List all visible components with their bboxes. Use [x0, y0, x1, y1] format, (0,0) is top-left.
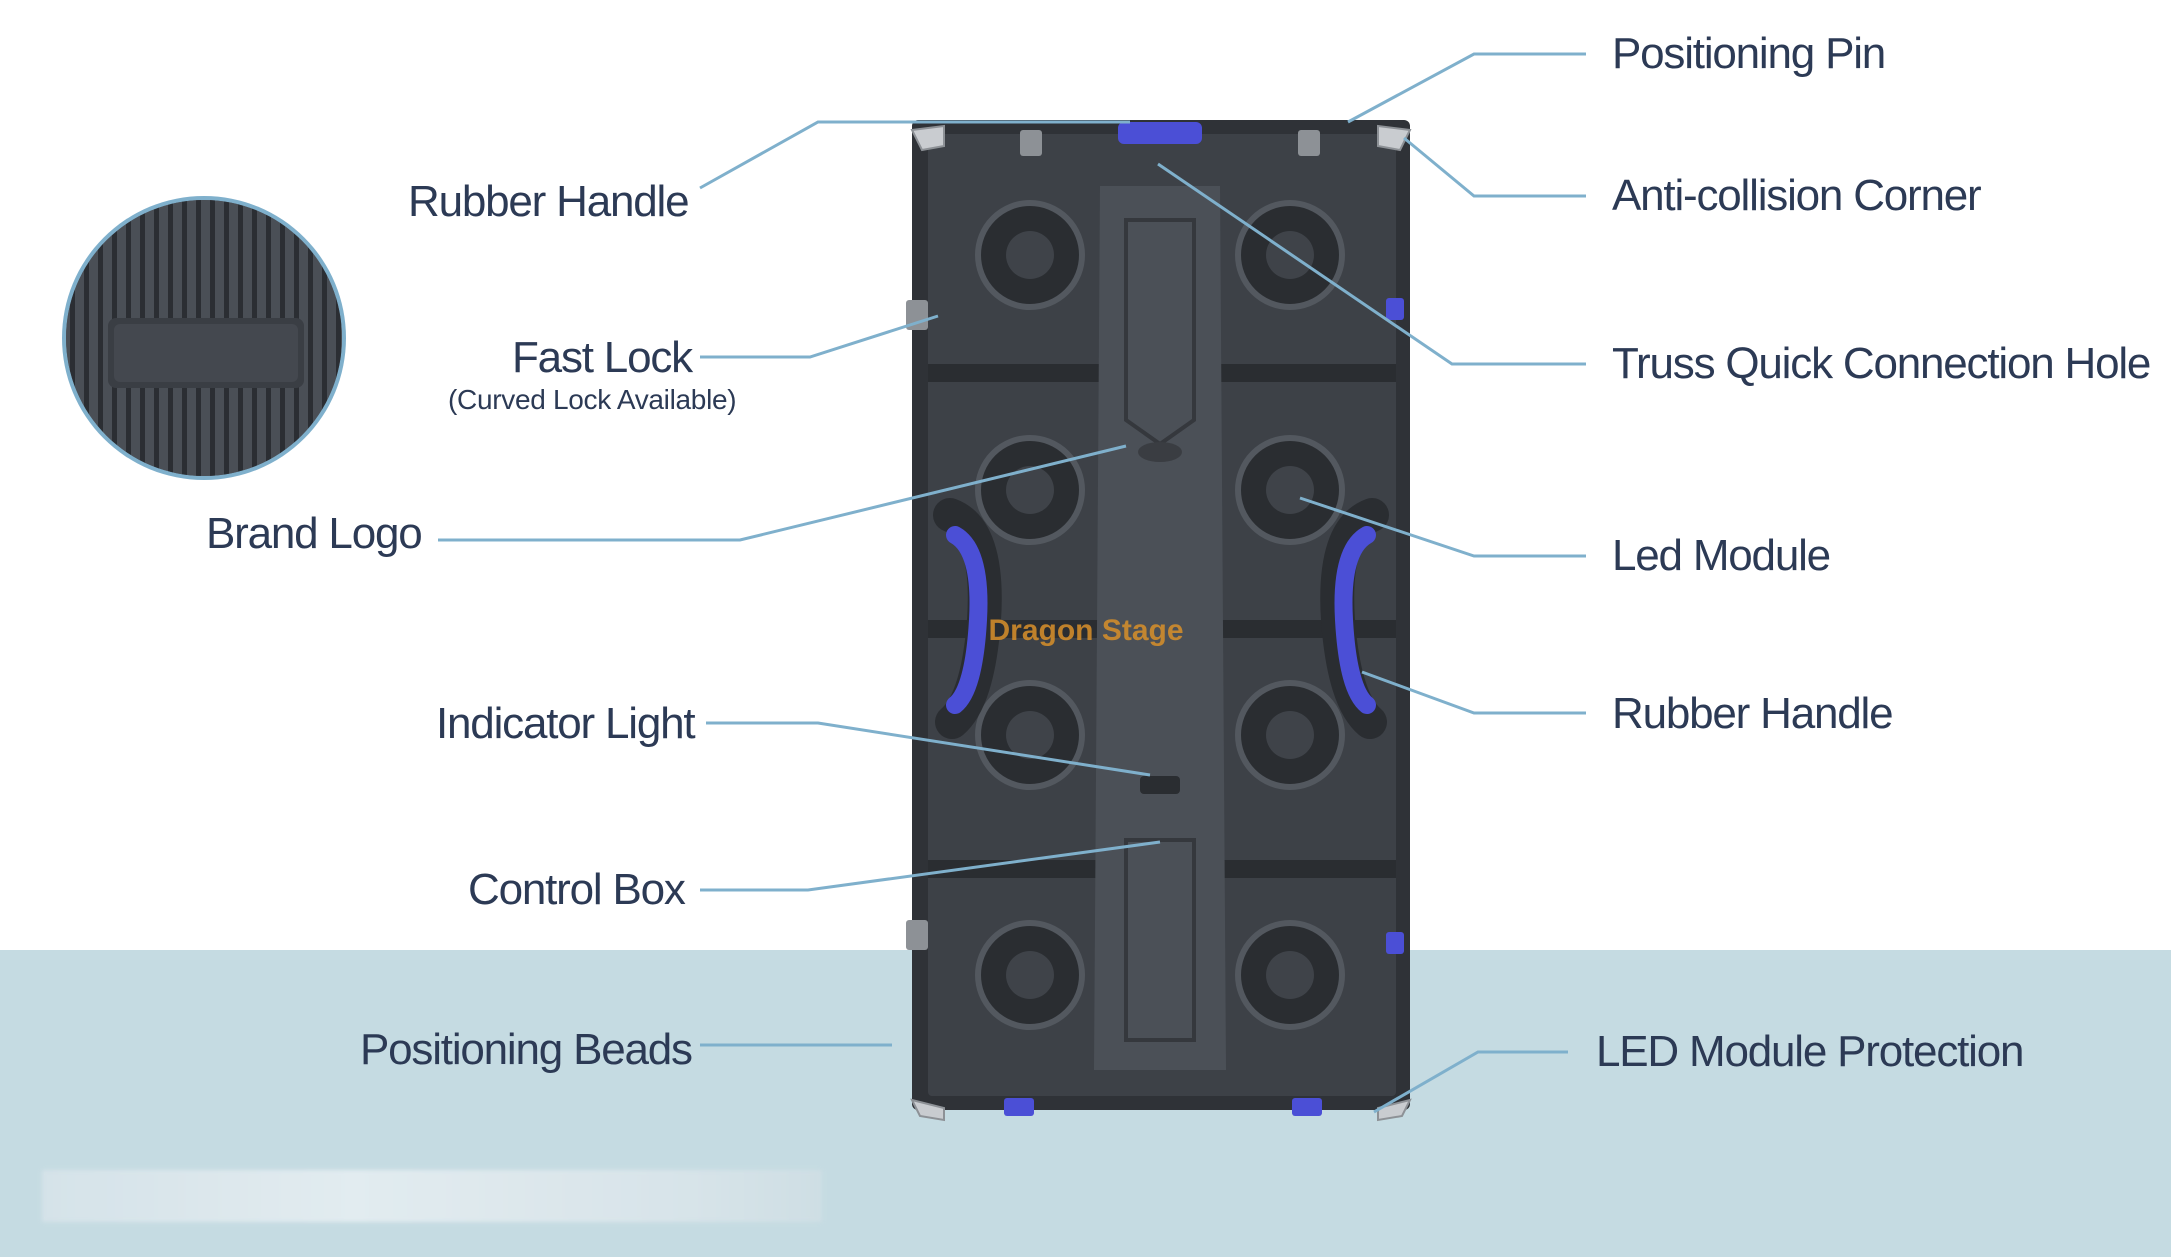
label-fast-lock: Fast Lock	[512, 333, 693, 382]
label-positioning-pin: Positioning Pin	[1612, 29, 1886, 78]
leader-line-rubber-handle-left	[699, 120, 1130, 190]
rubber-handle-zoom-inset	[62, 196, 346, 480]
watermark-text: Dragon Stage	[988, 614, 1183, 647]
leader-line-truss-hole	[1157, 162, 1586, 366]
label-fast-lock-note: (Curved Lock Available)	[448, 384, 737, 415]
leader-line-positioning-pin	[1347, 52, 1586, 124]
leader-line-anti-collision-corner	[1403, 136, 1586, 198]
label-led-module: Led Module	[1612, 531, 1831, 580]
blurred-strip	[42, 1170, 822, 1222]
label-indicator-light: Indicator Light	[436, 699, 696, 748]
leader-line-rubber-handle-right	[1361, 670, 1586, 715]
leader-lines	[438, 52, 1586, 1114]
leader-line-brand-logo	[438, 444, 1127, 542]
label-truss-quick-connection-hole: Truss Quick Connection Hole	[1612, 339, 2151, 388]
leader-line-fast-lock	[700, 314, 939, 359]
label-led-module-protection: LED Module Protection	[1596, 1027, 2024, 1076]
led-panel	[906, 120, 1412, 1122]
leader-line-control-box	[700, 840, 1161, 892]
label-anti-collision-corner: Anti-collision Corner	[1612, 171, 1982, 220]
label-control-box: Control Box	[468, 865, 686, 914]
label-rubber-handle-right: Rubber Handle	[1612, 689, 1894, 738]
leader-line-led-module-protection	[1373, 1050, 1568, 1114]
label-brand-logo: Brand Logo	[206, 509, 423, 558]
leader-line-indicator-light	[706, 721, 1151, 777]
label-rubber-handle-left: Rubber Handle	[408, 177, 690, 226]
leader-line-led-module	[1299, 496, 1586, 558]
label-positioning-beads: Positioning Beads	[360, 1025, 693, 1074]
